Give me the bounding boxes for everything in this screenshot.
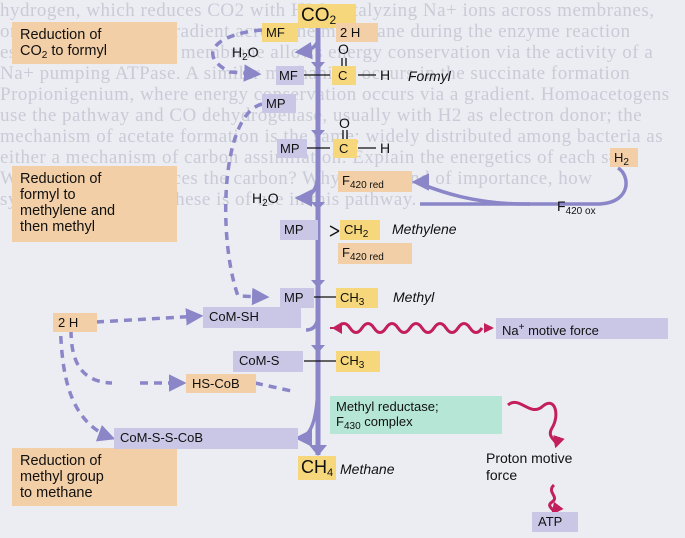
step-label-methyl-to-methane: Reduction of methyl group to methane <box>12 448 177 506</box>
f420-oxidized: F420 ox <box>557 198 596 217</box>
mp-carrier-1: MP <box>262 94 296 113</box>
mf-carrier: MF <box>262 23 298 42</box>
mp-formyl-carbon: C <box>333 139 357 158</box>
methylene-ch2: CH2 <box>340 220 380 240</box>
step2-line4: then methyl <box>20 219 95 235</box>
water-product-1: H2O <box>232 44 259 63</box>
step1-line2: CO2 to formyl <box>20 43 107 61</box>
step2-line1: Reduction of <box>20 171 102 187</box>
pmf-line2: force <box>486 467 518 483</box>
methyl-name: Methyl <box>393 289 435 305</box>
mp-formyl-h: H <box>380 140 391 156</box>
methylene-mp: MP <box>280 220 318 240</box>
step1-line1: Reduction of <box>20 27 102 43</box>
pmf-line1: Proton motive <box>486 450 573 466</box>
methane-ch4: CH4 <box>298 456 336 480</box>
proton-motive-force-label: Proton motive force <box>486 450 572 484</box>
com-s-ch3: CH3 <box>336 351 380 372</box>
atp: ATP <box>532 512 578 532</box>
two-h-reductant-left: 2 H <box>53 313 97 332</box>
step3-line2: methyl group <box>20 469 104 485</box>
formyl-carbon: C <box>332 66 356 85</box>
na-motive-force-arrow <box>330 322 494 334</box>
step2-line2: formyl to <box>20 187 76 203</box>
two-h-reductant-top: 2 H <box>336 23 378 42</box>
formyl-o: O <box>338 41 349 57</box>
reductase-line1: Methyl reductase; <box>336 399 439 414</box>
step-label-formyl-to-methyl: Reduction of formyl to methylene and the… <box>12 166 177 242</box>
f420-reduced-1: F420 red <box>338 171 412 192</box>
water-product-2: H2O <box>252 190 279 209</box>
methane-name: Methane <box>340 461 395 477</box>
methyl-mp: MP <box>280 288 314 308</box>
main-pathway-arrowheads <box>309 62 327 456</box>
com-s-s-cob: CoM-S-S-CoB <box>114 428 298 449</box>
step3-line1: Reduction of <box>20 453 102 469</box>
step-label-co2-to-formyl: Reduction of CO2 to formyl <box>12 22 177 64</box>
step3-line3: to methane <box>20 485 93 501</box>
carbonyl-bonds <box>302 58 376 362</box>
step2-line3: methylene and <box>20 203 116 219</box>
h2-donor: H2 <box>610 148 638 168</box>
formyl-h: H <box>380 67 391 83</box>
dashed-carrier-loops <box>58 28 297 442</box>
mp-formyl-carrier: MP <box>277 139 307 158</box>
f420-reduced-2: F420 red <box>338 243 412 264</box>
formyl-name: Formyl <box>408 68 451 84</box>
na-motive-force: Na+ motive force <box>496 318 668 339</box>
com-s-methyl: CoM-S <box>233 351 303 372</box>
methylene-name: Methylene <box>392 221 457 237</box>
proton-motive-force-arrow <box>507 401 565 515</box>
methyl-ch3: CH3 <box>336 288 378 308</box>
side-branch-arrows <box>294 37 320 447</box>
hs-cob: HS-CoB <box>186 374 256 393</box>
methyl-reductase-complex: Methyl reductase; F430 complex <box>330 396 502 434</box>
com-sh: CoM-SH <box>203 307 301 328</box>
reductase-line2: F430 complex <box>336 414 413 432</box>
mf-formyl-carrier: MF <box>276 66 304 85</box>
formyl-mp-o: O <box>339 115 350 131</box>
